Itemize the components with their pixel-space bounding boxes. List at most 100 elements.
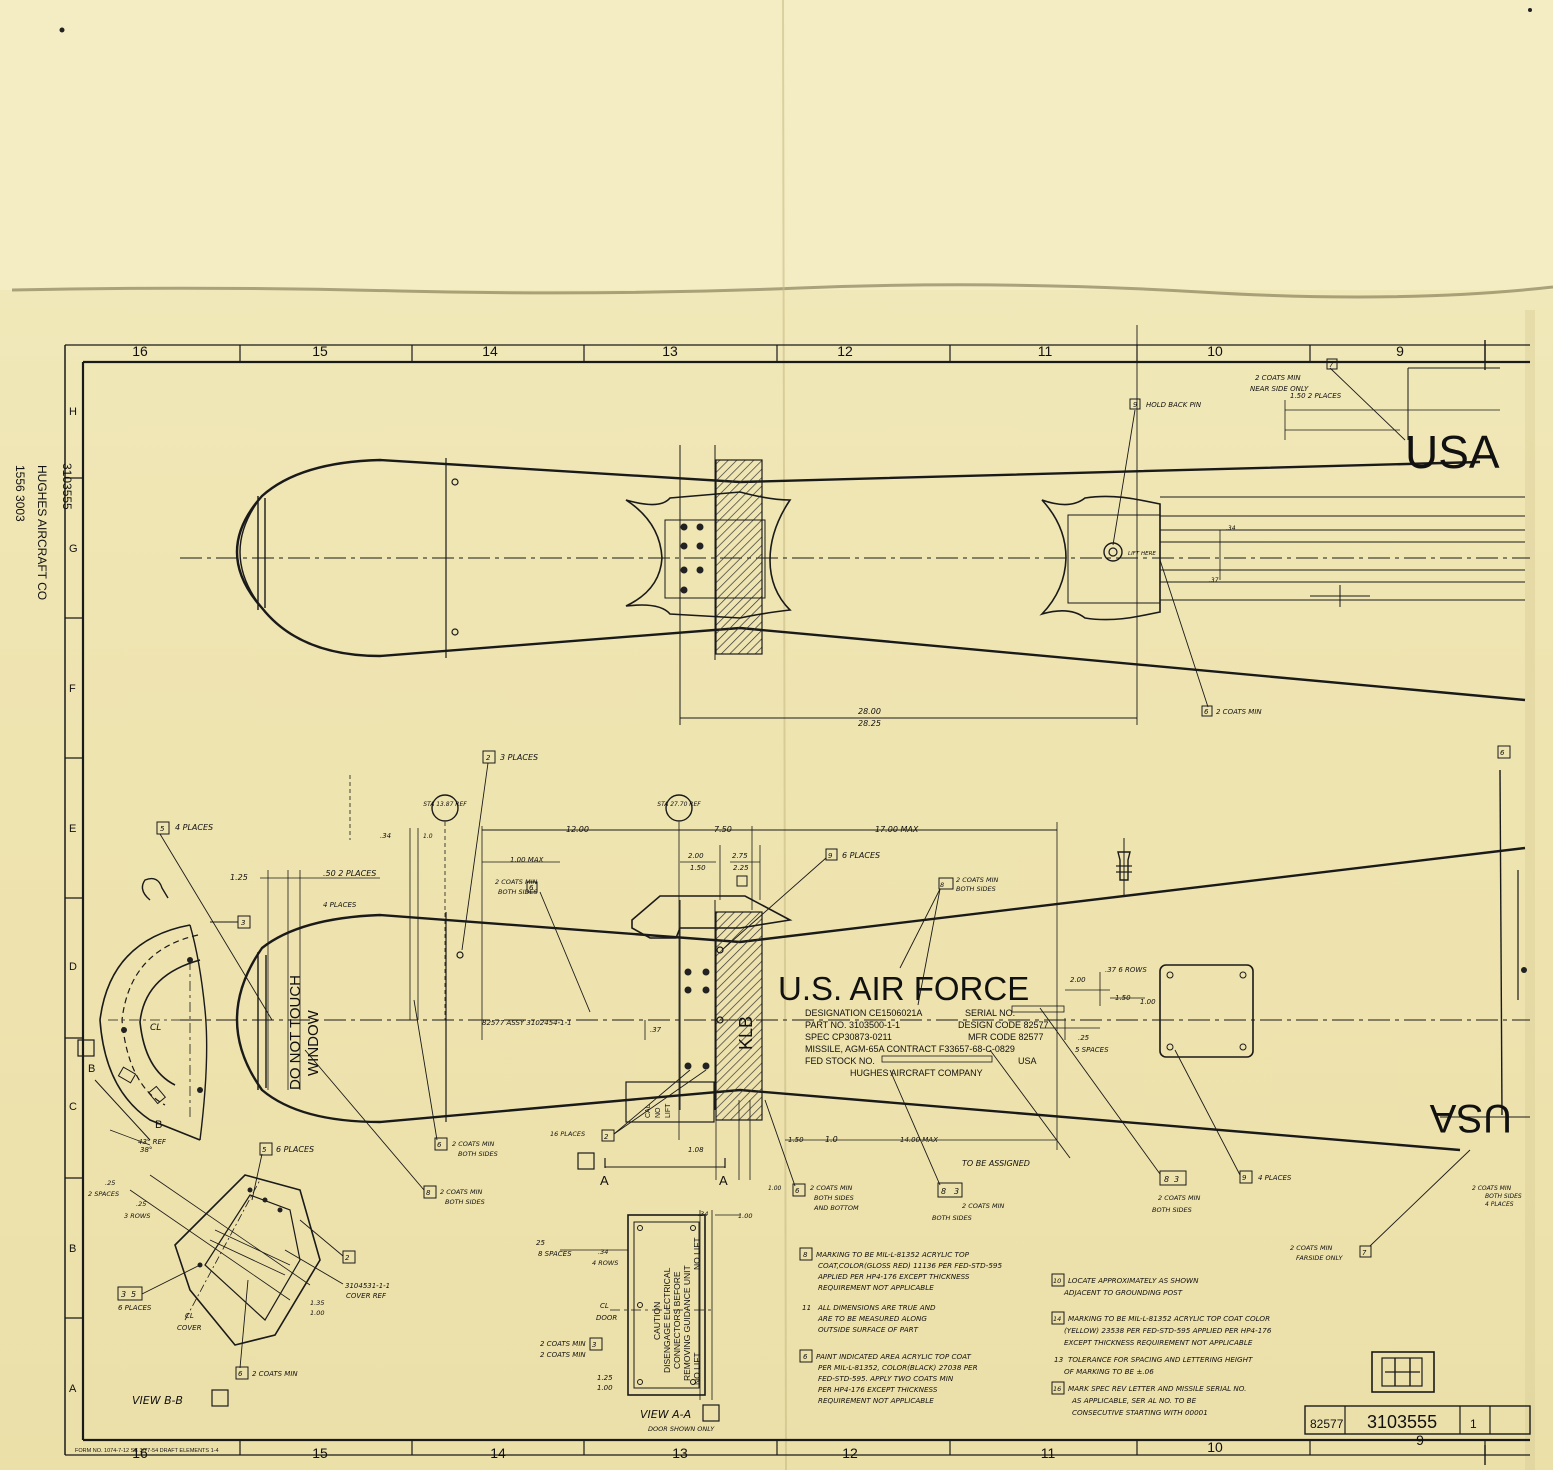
dim-small: 1.0 [825, 1135, 838, 1144]
dim-4-rows: 4 ROWS [592, 1259, 618, 1267]
hughes-logo-box [1371, 1351, 1435, 1393]
section-a-left: A [600, 1173, 609, 1188]
note-6-line: REQUIREMENT NOT APPLICABLE [818, 1396, 934, 1405]
stamp-line: 3103555 [60, 463, 74, 510]
callout-tag: 7 [1362, 1249, 1367, 1257]
column-labels-top: 16 15 14 13 12 11 10 9 [132, 343, 1404, 359]
title-block-dwg-no: 3103555 [1367, 1412, 1437, 1432]
dim-1-08: 1.08 [688, 1146, 704, 1154]
caution-line: NO LIFT [692, 1237, 702, 1270]
note-8-line: MARKING TO BE MIL-L-81352 ACRYLIC TOP [816, 1250, 970, 1259]
col-label: 9 [1396, 343, 1404, 359]
title-block-code: 82577 [1310, 1417, 1344, 1431]
nameplate-mfr-code: MFR CODE 82577 [968, 1032, 1044, 1042]
coats-label: 2 COATS MIN [810, 1184, 853, 1192]
col-label: 15 [312, 343, 328, 359]
dim-34: .34 [1226, 525, 1236, 532]
dim-1-25-door: 1.25 [597, 1374, 613, 1382]
near-side-line1: 2 COATS MIN [1255, 374, 1301, 382]
nameplate-serial: SERIAL NO. [965, 1008, 1015, 1018]
form-strip: FORM NO. 1074-7-12 SE 3/77-54 DRAFT ELEM… [75, 1448, 219, 1454]
near-side-line2: NEAR SIDE ONLY [1250, 385, 1309, 393]
col-label: 9 [1416, 1432, 1424, 1448]
note-marker: 10 [1053, 1277, 1061, 1285]
dim-1-50c: 1.50 [788, 1136, 804, 1144]
two-coats-min-label: 2 COATS MIN [1216, 708, 1262, 716]
coats-label: BOTH SIDES [445, 1198, 485, 1206]
window-text-line2: WINDOW [305, 1009, 322, 1076]
dim-2-25: 2.25 [733, 864, 749, 872]
dim-34: .34 [380, 832, 391, 840]
note-14-line: MARKING TO BE MIL-L-81352 ACRYLIC TOP CO… [1068, 1314, 1270, 1323]
note-8-line: APPLIED PER HP4-176 EXCEPT THICKNESS [817, 1272, 970, 1281]
dim-12-00: 12.00 [566, 825, 589, 834]
assy-note: 82577 ASSY 3102454-1-1 [482, 1019, 572, 1027]
sta-circle [665, 794, 693, 822]
six-places-label: 6 PLACES [276, 1145, 314, 1154]
dim-1-00: 1.00 [310, 1309, 324, 1317]
door-marking: KLB [736, 1016, 756, 1050]
coats-label: 2 COATS MIN [540, 1340, 586, 1348]
callout-tag: 9 [1133, 401, 1138, 409]
note-16-line: AS APPLICABLE, SER AL NO. TO BE [1071, 1396, 1197, 1405]
dim-1-00-c: 1.00 [768, 1185, 782, 1192]
dim-37-6rows: .37 6 ROWS [1105, 966, 1147, 974]
col-label: 10 [1207, 343, 1223, 359]
hatched-paint-band-side [715, 911, 763, 1121]
nameplate-country: USA [1018, 1056, 1037, 1066]
caution-line: CONNECTORS BEFORE [672, 1271, 682, 1369]
caution-line: REMOVING GUIDANCE UNIT [682, 1265, 692, 1381]
dim-150-2places: 1.50 2 PLACES [1290, 392, 1342, 400]
to-be-assigned-label: TO BE ASSIGNED [962, 1159, 1030, 1168]
sta-circle [431, 794, 459, 822]
nameplate-designation: DESIGNATION CE1506021A [805, 1008, 922, 1018]
callout-tag: 5 [262, 1146, 267, 1154]
dim-37: .37 [1209, 577, 1219, 584]
lift-here-label: LIFT HERE [1128, 551, 1156, 557]
note-marker: 6 [803, 1353, 808, 1361]
dim-1-25: 1.25 [230, 873, 248, 882]
note-8-line: REQUIREMENT NOT APPLICABLE [818, 1283, 934, 1292]
six-places-label: 6 PLACES [842, 851, 880, 860]
callout-tag: 5 [131, 1290, 136, 1299]
note-marker: 13 [1054, 1355, 1064, 1364]
callout-tag: 6 [795, 1187, 800, 1195]
coats-label: 2 COATS MIN [1290, 1244, 1333, 1252]
dim-1-00-door: 1.00 [738, 1212, 752, 1220]
cl-label: CL [150, 1023, 161, 1033]
dim-34-door: .34 [698, 1210, 708, 1218]
window-warning: DO NOT TOUCH WINDOW [287, 975, 322, 1090]
column-labels-bottom: 16 15 14 13 12 11 10 9 [132, 1432, 1424, 1461]
dim-2-00b: 2.00 [1070, 976, 1086, 984]
door-text: KLB [736, 1016, 756, 1050]
callout-tag: 8 [940, 881, 944, 889]
stamp-line: 1556 3003 [13, 465, 27, 522]
row-labels: H G F E D C B A [69, 406, 78, 1395]
speck [1528, 8, 1532, 12]
hatched-paint-band-top [715, 459, 763, 655]
nameplate-fed-stock: FED STOCK NO. [805, 1056, 875, 1066]
dim-1-00: 1.00 [1140, 998, 1156, 1006]
dim-28-00: 28.00 [858, 707, 881, 716]
dim-28-25: 28.25 [858, 719, 881, 728]
callout-tag: 2 [486, 754, 491, 762]
caution-line: NO LIFT [692, 1352, 702, 1385]
dim-7-50: 7.50 [714, 825, 732, 834]
dim-2-00: 2.00 [688, 852, 704, 860]
dim-25: .25 [1078, 1034, 1090, 1042]
hold-back-pin-label: HOLD BACK PIN [1146, 401, 1202, 409]
dim-2-spaces: 2 SPACES [88, 1190, 119, 1198]
coats-label: 2 COATS MIN [956, 876, 999, 884]
coats-label: AND BOTTOM [813, 1204, 859, 1212]
row-label: D [69, 961, 77, 973]
coats-label: BOTH SIDES [498, 888, 538, 896]
note-14-line: (YELLOW) 23538 PER FED-STD-595 APPLIED P… [1064, 1326, 1272, 1335]
row-label: A [69, 1383, 77, 1395]
nameplate: DESIGNATION CE1506021A SERIAL NO. PART N… [805, 1005, 1065, 1078]
side-view-callouts: 2 3 PLACES 5 4 PLACES 3 2 COATS MIN 6 BO… [156, 745, 1522, 1262]
note-10-line: ADJACENT TO GROUNDING POST [1063, 1288, 1183, 1297]
view-a-a-subtitle: DOOR SHOWN ONLY [648, 1425, 715, 1433]
coats-label: 2 COATS MIN [452, 1140, 495, 1148]
callout-tag: 9 [1242, 1174, 1247, 1182]
